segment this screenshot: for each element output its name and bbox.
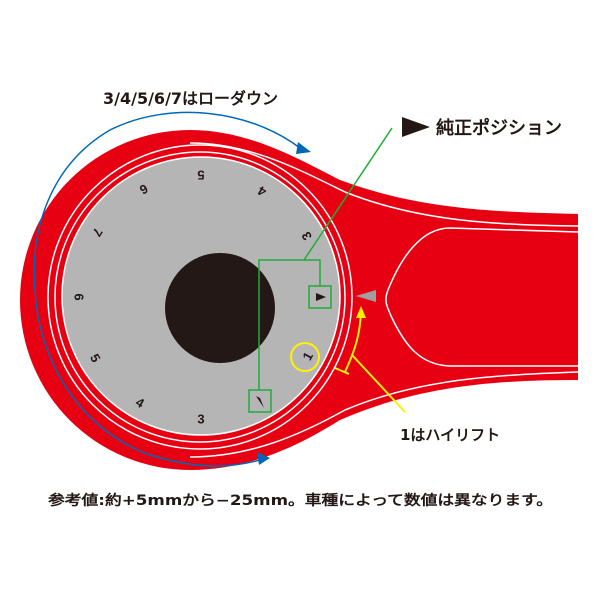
center-hole — [165, 253, 275, 363]
position-marker-icon — [356, 290, 376, 302]
note-text: 参考値:約+5mmから−25mm。車種によって数値は異なります。 — [48, 492, 553, 509]
dial-ring — [54, 151, 346, 443]
arrow-head-icon — [296, 142, 311, 154]
arm-outline — [189, 371, 579, 458]
arm-outline — [189, 142, 579, 227]
dial-ring — [47, 144, 353, 450]
triangle-icon — [402, 117, 430, 137]
highlift-label: 1はハイリフト — [400, 426, 500, 444]
arrow-head-icon — [257, 452, 270, 465]
leader-line — [258, 127, 393, 390]
arrow-marker-icon — [256, 396, 264, 408]
stock-position-label: 純正ポジション — [436, 117, 562, 139]
dial-number: 3 — [197, 412, 204, 427]
highlift-circle — [290, 342, 320, 372]
stock-position-box — [248, 389, 272, 413]
dial-number: 5 — [197, 168, 204, 183]
arm-notch — [385, 227, 579, 367]
lowdown-label: 3/4/5/6/7はローダウン — [103, 89, 278, 108]
arrow-head-icon — [356, 306, 366, 318]
arrow-marker-icon — [316, 293, 326, 301]
rotation-arrow — [33, 111, 301, 467]
dial-number: 6 — [72, 293, 87, 300]
